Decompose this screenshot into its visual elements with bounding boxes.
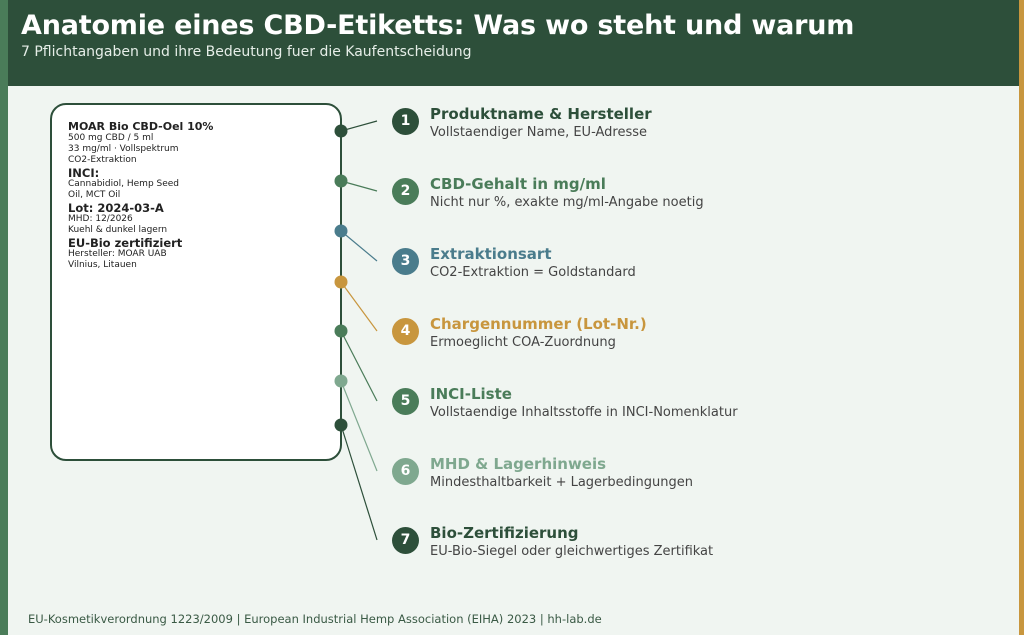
connector-line [340, 230, 378, 262]
page-title: Anatomie eines CBD-Etiketts: Was wo steh… [21, 10, 855, 41]
callout-description: CO2-Extraktion = Goldstandard [430, 265, 636, 280]
callout-description: Vollstaendige Inhaltsstoffe in INCI-Nome… [430, 405, 738, 420]
number-badge: 4 [392, 318, 419, 345]
connector-line [340, 380, 378, 472]
number-badge: 7 [392, 527, 419, 554]
connector-line [340, 424, 378, 541]
callout-title: INCI-Liste [430, 385, 512, 403]
callout-description: EU-Bio-Siegel oder gleichwertiges Zertif… [430, 544, 714, 559]
callout-title: MHD & Lagerhinweis [430, 455, 607, 473]
label-line: 33 mg/ml · Vollspektrum [68, 144, 179, 154]
label-marker-dot [334, 224, 348, 238]
label-line: Oil, MCT Oil [68, 190, 121, 200]
number-badge: 6 [392, 458, 419, 485]
callout-title: Produktname & Hersteller [430, 105, 652, 123]
label-lot: Lot: 2024-03-A [68, 201, 164, 215]
label-marker-dot [334, 275, 348, 289]
callout-title: Extraktionsart [430, 245, 552, 263]
page-subtitle: 7 Pflichtangaben und ihre Bedeutung fuer… [21, 44, 472, 60]
product-label: MOAR Bio CBD-Oel 10% 500 mg CBD / 5 ml 3… [50, 103, 342, 461]
callout-description: Mindesthaltbarkeit + Lagerbedingungen [430, 475, 693, 490]
label-line: Vilnius, Litauen [68, 260, 137, 270]
number-badge: 3 [392, 248, 419, 275]
callout-description: Nicht nur %, exakte mg/ml-Angabe noetig [430, 195, 704, 210]
number-badge: 1 [392, 108, 419, 135]
label-marker-dot [334, 324, 348, 338]
label-bio: EU-Bio zertifiziert [68, 236, 183, 250]
label-marker-dot [334, 374, 348, 388]
number-badge: 5 [392, 388, 419, 415]
callout-description: Vollstaendiger Name, EU-Adresse [430, 125, 647, 140]
label-product-name: MOAR Bio CBD-Oel 10% [68, 120, 214, 133]
label-line: CO2-Extraktion [68, 155, 137, 165]
label-line: Kuehl & dunkel lagern [68, 225, 168, 235]
connector-line [340, 281, 378, 332]
label-line: 500 mg CBD / 5 ml [68, 133, 154, 143]
header: Anatomie eines CBD-Etiketts: Was wo steh… [8, 0, 1019, 86]
callout-title: Chargennummer (Lot-Nr.) [430, 315, 647, 333]
label-line: MHD: 12/2026 [68, 214, 133, 224]
callout-title: CBD-Gehalt in mg/ml [430, 175, 606, 193]
label-line: Cannabidiol, Hemp Seed [68, 179, 180, 189]
label-inci-heading: INCI: [68, 166, 100, 180]
left-accent-strip [0, 0, 8, 635]
label-line: Hersteller: MOAR UAB [68, 249, 167, 259]
right-accent-strip [1019, 0, 1024, 635]
label-marker-dot [334, 124, 348, 138]
label-marker-dot [334, 418, 348, 432]
label-marker-dot [334, 174, 348, 188]
connector-line [340, 330, 378, 402]
footer-sources: EU-Kosmetikverordnung 1223/2009 | Europe… [28, 612, 602, 626]
number-badge: 2 [392, 178, 419, 205]
callout-title: Bio-Zertifizierung [430, 524, 579, 542]
callout-description: Ermoeglicht COA-Zuordnung [430, 335, 616, 350]
